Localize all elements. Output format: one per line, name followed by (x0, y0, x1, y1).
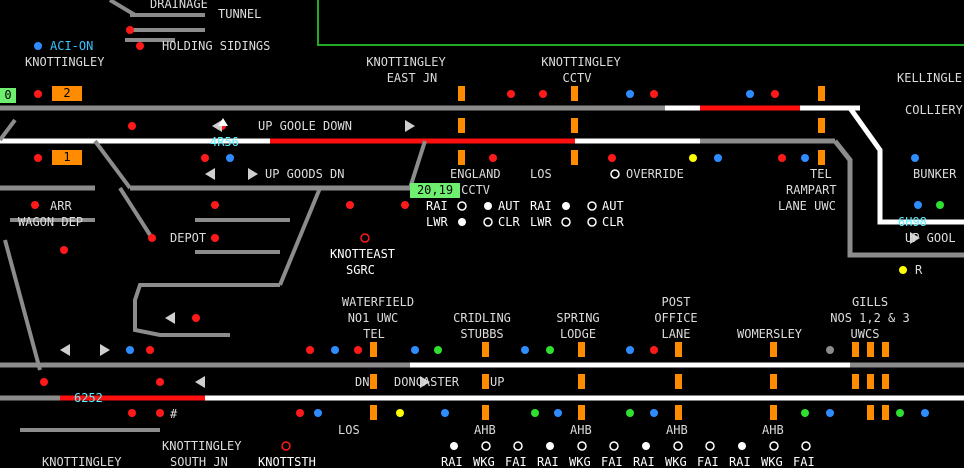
arr-label: ARR (50, 199, 72, 213)
berth-2[interactable]: 2 (52, 86, 82, 101)
rai-label: RAI (426, 199, 448, 213)
los-label: LOS (530, 167, 552, 181)
aut-label-2: AUT (602, 199, 624, 213)
cctv-label-1: KNOTTINGLEY (541, 55, 621, 69)
aut-label-1: AUT (498, 199, 520, 213)
waterfield-label-1: WATERFIELD (341, 295, 415, 309)
ahb-label-4: AHB (762, 423, 784, 437)
wagon-dep-label: WAGON DEP (18, 215, 84, 229)
status-word: FAI (505, 455, 527, 468)
status-word: WKG (665, 455, 687, 468)
dn-label: DN (355, 375, 370, 389)
status-word: FAI (697, 455, 719, 468)
override-label: OVERRIDE (626, 167, 684, 181)
up-goods-dn-label: UP GOODS DN (265, 167, 345, 181)
headcode-6h98[interactable]: 6H98 (898, 215, 927, 229)
crossing-markers (370, 86, 889, 420)
up-goole-track (833, 139, 964, 258)
cctv-label-2: CCTV (562, 71, 592, 85)
aci-on-label: ACI-ON (50, 39, 94, 53)
knottsth-label: KNOTTSTH (258, 455, 316, 468)
england-lane-label-1: ENGLAND (450, 167, 501, 181)
gills-label-1: GILLS (851, 295, 889, 309)
south-jn-label-1: KNOTTINGLEY (162, 439, 242, 453)
ahb-label-2: AHB (570, 423, 592, 437)
depot-label: DEPOT (170, 231, 207, 245)
status-word: RAI (729, 455, 751, 468)
holding-sidings-track (108, 0, 205, 42)
los-label-2: LOS (338, 423, 360, 437)
gills-label-3: UWCS (850, 327, 880, 341)
junction-links (0, 118, 427, 371)
up-goole-right-label: UP GOOL (905, 231, 956, 245)
south-jn-label-2: SOUTH JN (170, 455, 228, 468)
colliery-label: COLLIERY (905, 103, 963, 117)
tel-label: TEL (810, 167, 832, 181)
status-word: RAI (441, 455, 463, 468)
direction-arrows (60, 118, 920, 388)
indicator-lamps (450, 169, 811, 451)
kellingley-label: KELLINGLE (897, 71, 963, 85)
status-word: FAI (793, 455, 815, 468)
waterfield-label-2: NO1 UWC (347, 311, 399, 325)
status-word: RAI (633, 455, 655, 468)
cridling-label-2: STUBBS (460, 327, 504, 341)
rampart-label-2: LANE UWC (778, 199, 836, 213)
clr-label-1: CLR (498, 215, 520, 229)
ahb-label-3: AHB (666, 423, 688, 437)
cridling-label-1: CRIDLING (453, 311, 511, 325)
depot-loop (133, 283, 280, 337)
berth-topleft[interactable]: 0 (0, 88, 16, 103)
knottingley-tl-label: KNOTTINGLEY (25, 55, 105, 69)
r-label: R (915, 263, 923, 277)
lwr-label-2: LWR (530, 215, 552, 229)
clr-label-2: CLR (602, 215, 624, 229)
bunker-label: BUNKER (913, 167, 957, 181)
post-label-2: OFFICE (654, 311, 698, 325)
post-label-1: POST (661, 295, 691, 309)
east-jn-label-1: KNOTTINGLEY (366, 55, 446, 69)
doncaster-label: DONCASTER (394, 375, 460, 389)
ahb-label-1: AHB (474, 423, 496, 437)
hash-label: # (170, 407, 178, 421)
post-label-3: LANE (661, 327, 691, 341)
spring-label-1: SPRING (556, 311, 600, 325)
knotteast-label-2: SGRC (346, 263, 375, 277)
berth-1[interactable]: 1 (52, 150, 82, 165)
knotteast-label-1: KNOTTEAST (330, 247, 396, 261)
east-jn-label-2: EAST JN (386, 71, 438, 85)
tunnel-label: TUNNEL (218, 7, 262, 21)
status-word: RAI (537, 455, 559, 468)
signal-aspects (31, 26, 944, 451)
status-word: WKG (761, 455, 783, 468)
rampart-label-1: RAMPART (786, 183, 837, 197)
up-goole-down-label: UP GOOLE DOWN (258, 119, 352, 133)
lwr-label: LWR (426, 215, 448, 229)
rai-label-2: RAI (530, 199, 552, 213)
gills-label-2: NOS 1,2 & 3 (830, 311, 910, 325)
waterfield-label-3: TEL (363, 327, 385, 341)
holding-sidings-label: HOLDING SIDINGS (162, 39, 271, 53)
berth-2019[interactable]: 20,19 (410, 183, 460, 198)
status-word: FAI (601, 455, 623, 468)
tunnel-top-label: DRAINAGE (150, 0, 208, 11)
spring-label-2: LODGE (559, 327, 597, 341)
headcode-4r56[interactable]: 4R56 (210, 135, 239, 149)
womersley-label: WOMERSLEY (737, 327, 803, 341)
up-label: UP (490, 375, 505, 389)
headcode-6252[interactable]: 6252 (74, 391, 103, 405)
area-frame (317, 0, 964, 46)
colliery-route (847, 106, 964, 225)
status-word: WKG (473, 455, 495, 468)
knottingley-bl-label: KNOTTINGLEY (42, 455, 122, 468)
status-word: WKG (569, 455, 591, 468)
